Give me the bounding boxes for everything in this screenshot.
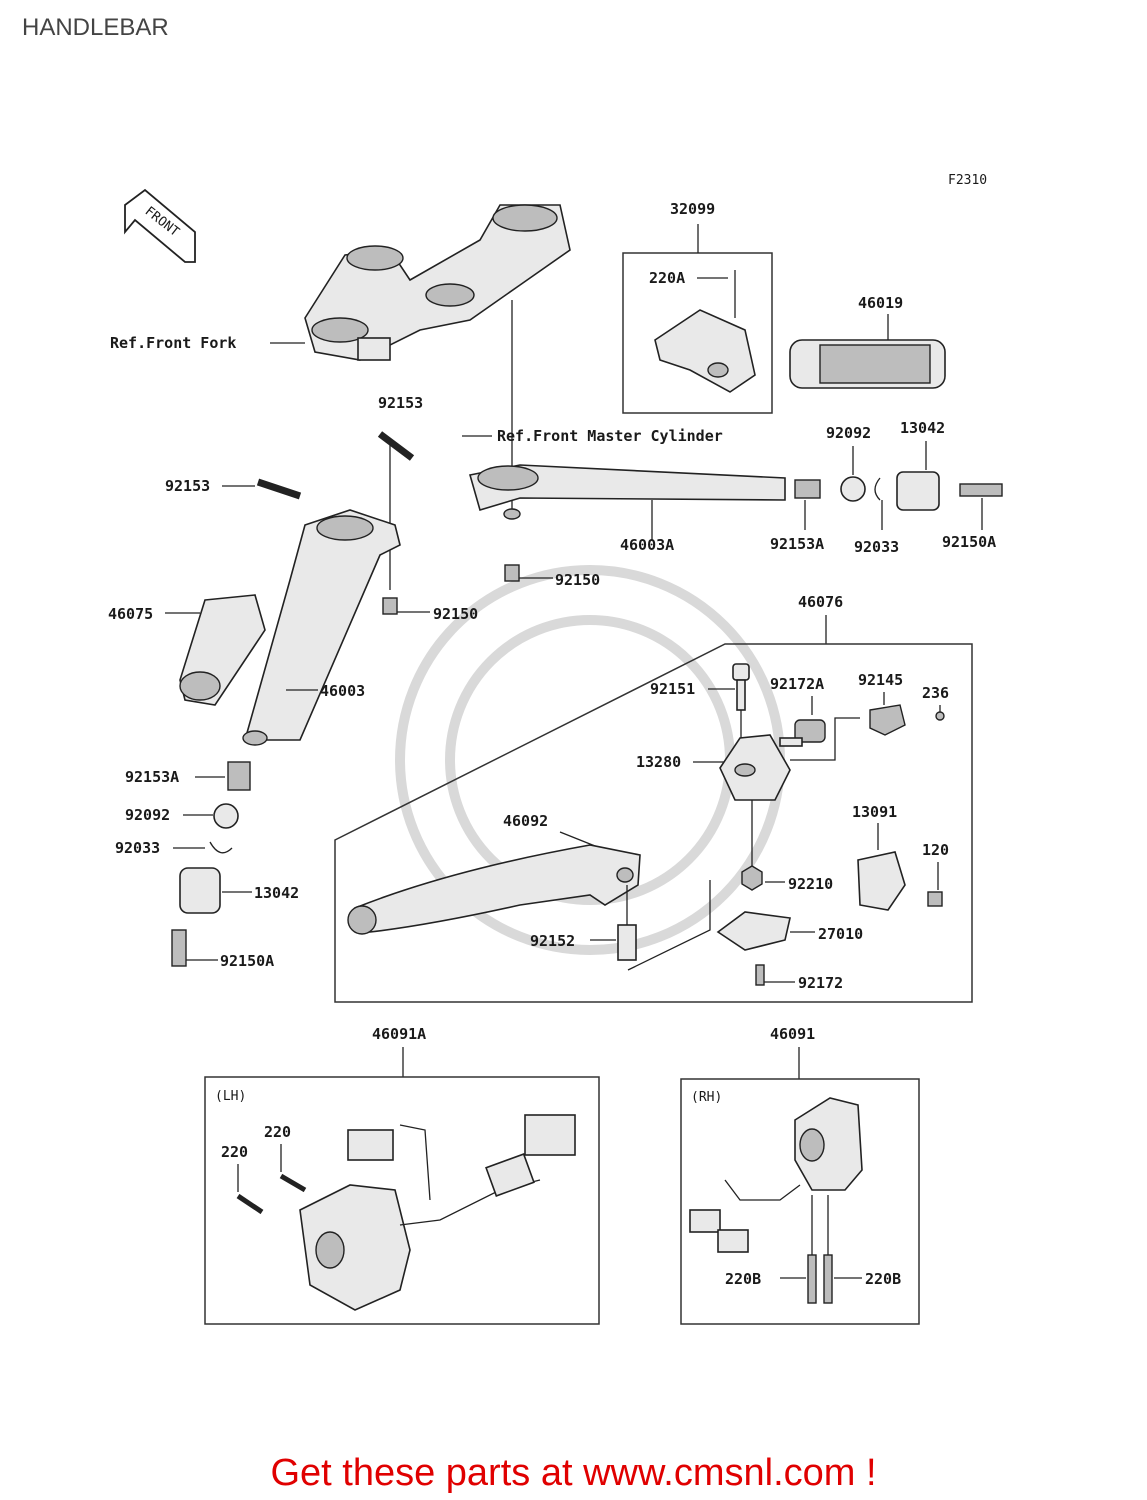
label-92172A: 92172A: [770, 675, 824, 693]
label-46092: 46092: [503, 812, 548, 830]
bolt-92150-left: [382, 597, 398, 615]
nut-92210: [741, 865, 763, 891]
screw-220B-a: [807, 1254, 817, 1304]
label-92153-top: 92153: [378, 394, 423, 412]
bolt-92153-top: [377, 431, 415, 590]
bolt-120: [927, 891, 943, 907]
label-92092-right: 92092: [826, 424, 871, 442]
label-46091A: 46091A: [372, 1025, 426, 1043]
group-box-rh-switch: [680, 1078, 920, 1325]
handlebar-left-46003: [242, 509, 401, 746]
collar-92092-left: [213, 803, 239, 829]
label-46091: 46091: [770, 1025, 815, 1043]
front-arrow-icon: FRONT: [124, 188, 196, 263]
label-92172: 92172: [798, 974, 843, 992]
label-92151: 92151: [650, 680, 695, 698]
clamp-13091: [857, 851, 906, 911]
lever-holder-13280: [719, 734, 791, 801]
screw-220-a: [279, 1173, 307, 1193]
circlip-92033-left: [209, 841, 233, 854]
grip-right: [789, 339, 946, 389]
circlip-92033-right: [874, 477, 881, 501]
label-92153A-right: 92153A: [770, 535, 824, 553]
collar-92092-right: [840, 476, 866, 502]
label-92150-left: 92150: [433, 605, 478, 623]
ref-front-master-cylinder: Ref.Front Master Cylinder: [497, 427, 723, 445]
screw-92172: [755, 964, 765, 986]
throttle-housing: [654, 270, 756, 393]
label-13091: 13091: [852, 803, 897, 821]
label-92092-left: 92092: [125, 806, 170, 824]
bolt-92150-center: [504, 564, 520, 582]
group-box-46076: [334, 643, 973, 1003]
label-13280: 13280: [636, 753, 681, 771]
label-220A: 220A: [649, 269, 685, 287]
label-220B-b: 220B: [865, 1270, 901, 1288]
switch-27010: [716, 911, 791, 951]
adjuster-92172A: [779, 719, 826, 747]
weight-92153A-left: [227, 761, 251, 791]
label-92152: 92152: [530, 932, 575, 950]
label-92153A-left: 92153A: [125, 768, 179, 786]
group-box-lh-switch: [204, 1076, 600, 1325]
label-13042-left: 13042: [254, 884, 299, 902]
screw-236: [935, 711, 945, 721]
label-220-b: 220: [221, 1143, 248, 1161]
label-92145: 92145: [858, 671, 903, 689]
page-title: HANDLEBAR: [22, 14, 169, 41]
switch-housing-rh: [689, 1097, 863, 1253]
ref-front-fork: Ref.Front Fork: [110, 334, 236, 352]
label-92210: 92210: [788, 875, 833, 893]
brake-lever-46092: [347, 844, 641, 935]
label-46075: 46075: [108, 605, 153, 623]
label-46076: 46076: [798, 593, 843, 611]
bolt-92150A-right: [959, 483, 1003, 497]
label-92153-left: 92153: [165, 477, 210, 495]
label-13042-right: 13042: [900, 419, 945, 437]
end-weight-13042-right: [896, 471, 940, 511]
spring-92145: [869, 704, 906, 736]
switch-housing-lh: [299, 1114, 576, 1311]
label-lh: (LH): [215, 1089, 246, 1104]
label-32099: 32099: [670, 200, 715, 218]
weight-92153A-right: [794, 479, 821, 499]
handlebar-right-46003A: [468, 464, 786, 520]
pivot-bolt-92151: [732, 663, 750, 740]
label-92033-left-text: 92033: [115, 839, 160, 857]
figure-code: F2310: [948, 173, 987, 188]
label-46003A: 46003A: [620, 536, 674, 554]
bushing-92152: [617, 924, 637, 961]
label-220B-a: 220B: [725, 1270, 761, 1288]
label-46019: 46019: [858, 294, 903, 312]
screw-220-b: [236, 1193, 264, 1215]
label-rh: (RH): [691, 1090, 722, 1105]
label-46003: 46003: [320, 682, 365, 700]
label-92033-right: 92033: [854, 538, 899, 556]
label-120: 120: [922, 841, 949, 859]
label-27010: 27010: [818, 925, 863, 943]
label-220-a: 220: [264, 1123, 291, 1141]
screw-220B-b: [823, 1254, 833, 1304]
label-92150A-right: 92150A: [942, 533, 996, 551]
grip-left: [179, 594, 266, 706]
end-weight-13042-left: [179, 867, 221, 914]
label-92150-center: 92150: [555, 571, 600, 589]
bolt-92153-left: [256, 478, 302, 500]
label-236: 236: [922, 684, 949, 702]
label-92150A-left: 92150A: [220, 952, 274, 970]
bolt-92150A-left: [171, 929, 187, 967]
shop-link[interactable]: Get these parts at www.cmsnl.com !: [270, 1452, 877, 1494]
upper-triple-clamp: [304, 204, 571, 361]
